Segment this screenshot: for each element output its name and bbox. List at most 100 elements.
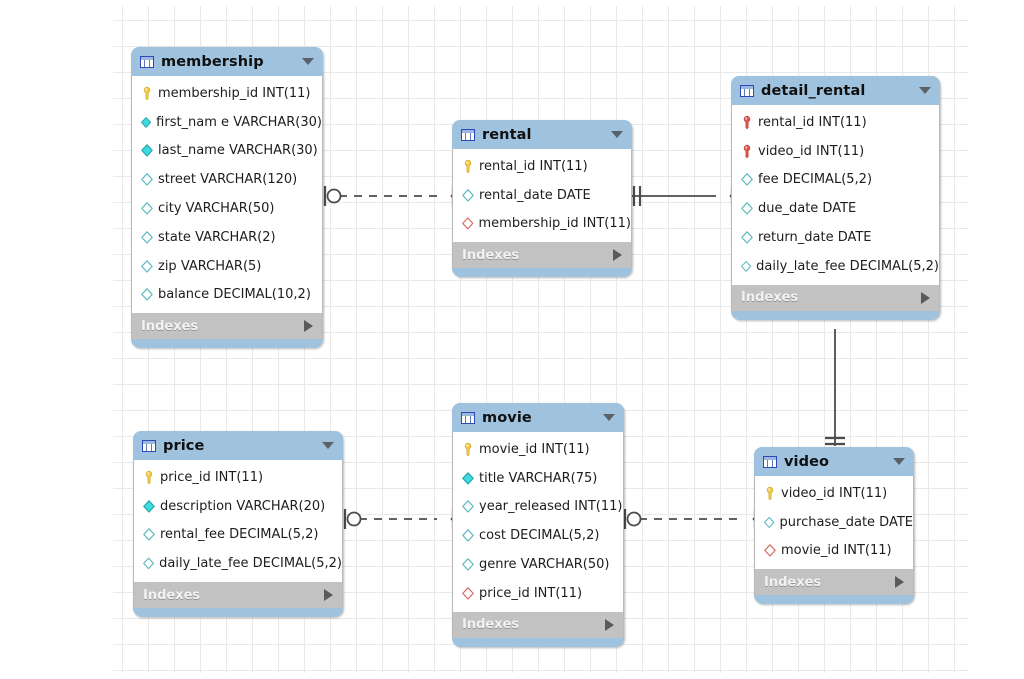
expand-arrow-icon[interactable]: [921, 291, 930, 304]
expand-arrow-icon[interactable]: [304, 320, 313, 333]
table-detail_rental[interactable]: detail_rental rental_id INT(11) video_id I…: [731, 76, 940, 320]
field-label: rental_id INT(11): [758, 114, 867, 130]
field-row[interactable]: daily_late_fee DECIMAL(5,2): [732, 252, 939, 281]
expand-arrow-icon[interactable]: [895, 576, 904, 589]
expand-arrow-icon[interactable]: [613, 249, 622, 262]
field-row[interactable]: movie_id INT(11): [453, 435, 623, 464]
nullable-diamond-icon: [462, 500, 474, 514]
table-header-price[interactable]: price: [133, 431, 343, 460]
table-title: rental: [482, 126, 532, 143]
indexes-section-movie[interactable]: Indexes: [452, 611, 624, 638]
table-membership[interactable]: membership membership_id INT(11) first_nam…: [131, 47, 323, 349]
field-label: membership_id INT(11): [158, 85, 311, 101]
field-row[interactable]: description VARCHAR(20): [134, 492, 342, 521]
page-margin: [0, 0, 113, 679]
relationship-membership-rental[interactable]: [323, 186, 468, 206]
field-row[interactable]: membership_id INT(11): [453, 210, 631, 239]
table-icon: [461, 411, 475, 424]
field-row[interactable]: due_date DATE: [732, 194, 939, 223]
nullable-diamond-icon: [741, 231, 753, 244]
indexes-section-price[interactable]: Indexes: [133, 582, 343, 609]
nullable-diamond-icon: [141, 288, 153, 302]
field-row[interactable]: price_id INT(11): [134, 463, 342, 492]
table-movie[interactable]: movie movie_id INT(11) title VARCHAR(75) ye…: [452, 403, 624, 647]
nullable-diamond-icon: [143, 528, 155, 542]
table-header-video[interactable]: video: [754, 447, 914, 476]
field-row[interactable]: purchase_date DATE: [755, 508, 913, 537]
field-label: zip VARCHAR(5): [158, 258, 262, 274]
pk-key-icon: [143, 86, 151, 100]
nullable-diamond-icon: [741, 173, 753, 187]
not-null-diamond-icon: [141, 116, 152, 128]
relationship-video-detail_rental[interactable]: [825, 298, 845, 446]
field-row[interactable]: membership_id INT(11): [132, 79, 322, 108]
field-row[interactable]: rental_date DATE: [453, 181, 631, 210]
field-row[interactable]: video_id INT(11): [732, 137, 939, 166]
page-margin: [0, 673, 1024, 679]
field-row[interactable]: price_id INT(11): [453, 579, 623, 608]
table-rental[interactable]: rental rental_id INT(11) rental_date DATE m…: [452, 120, 632, 278]
field-row[interactable]: genre VARCHAR(50): [453, 550, 623, 579]
indexes-label: Indexes: [143, 587, 201, 603]
indexes-section-membership[interactable]: Indexes: [131, 313, 323, 340]
chevron-down-icon[interactable]: [322, 442, 334, 449]
nullable-diamond-icon: [462, 529, 474, 542]
table-header-movie[interactable]: movie: [452, 403, 624, 432]
table-icon: [740, 84, 754, 97]
pk-key-icon: [145, 470, 153, 484]
table-fields-rental: rental_id INT(11) rental_date DATE members…: [452, 149, 632, 243]
field-row[interactable]: year_released INT(11): [453, 493, 623, 522]
field-row[interactable]: rental_id INT(11): [732, 108, 939, 137]
field-row[interactable]: video_id INT(11): [755, 479, 913, 508]
field-label: rental_id INT(11): [479, 158, 588, 174]
field-row[interactable]: last_name VARCHAR(30): [132, 137, 322, 166]
field-row[interactable]: title VARCHAR(75): [453, 464, 623, 493]
indexes-section-video[interactable]: Indexes: [754, 569, 914, 596]
field-row[interactable]: first_nam e VARCHAR(30): [132, 108, 322, 137]
field-row[interactable]: rental_fee DECIMAL(5,2): [134, 521, 342, 550]
field-row[interactable]: fee DECIMAL(5,2): [732, 166, 939, 195]
chevron-down-icon[interactable]: [302, 58, 314, 65]
table-icon: [461, 128, 475, 141]
expand-arrow-icon[interactable]: [324, 589, 333, 602]
relationship-movie-video[interactable]: [623, 509, 770, 529]
field-row[interactable]: rental_id INT(11): [453, 152, 631, 181]
field-row[interactable]: city VARCHAR(50): [132, 194, 322, 223]
table-price[interactable]: price price_id INT(11)description VARCHAR…: [133, 431, 343, 618]
table-fields-detail_rental: rental_id INT(11) video_id INT(11)fee DEC…: [731, 105, 940, 285]
table-header-rental[interactable]: rental: [452, 120, 632, 149]
chevron-down-icon[interactable]: [893, 458, 905, 465]
table-title: price: [163, 437, 205, 454]
pk-key-icon: [464, 442, 472, 456]
indexes-section-rental[interactable]: Indexes: [452, 242, 632, 269]
field-row[interactable]: return_date DATE: [732, 223, 939, 252]
relationship-rental-detail_rental[interactable]: [632, 186, 747, 206]
field-row[interactable]: state VARCHAR(2): [132, 223, 322, 252]
field-label: membership_id INT(11): [478, 216, 631, 232]
field-label: first_nam e VARCHAR(30): [156, 114, 322, 130]
field-label: movie_id INT(11): [479, 441, 590, 457]
field-row[interactable]: daily_late_fee DECIMAL(5,2): [134, 549, 342, 578]
chevron-down-icon[interactable]: [603, 414, 615, 421]
table-header-membership[interactable]: membership: [131, 47, 323, 76]
chevron-down-icon[interactable]: [919, 87, 931, 94]
field-row[interactable]: cost DECIMAL(5,2): [453, 521, 623, 550]
expand-arrow-icon[interactable]: [605, 618, 614, 631]
field-label: rental_date DATE: [479, 187, 591, 203]
field-label: genre VARCHAR(50): [479, 557, 610, 573]
field-row[interactable]: balance DECIMAL(10,2): [132, 281, 322, 310]
field-label: cost DECIMAL(5,2): [479, 528, 600, 544]
table-header-detail_rental[interactable]: detail_rental: [731, 76, 940, 105]
fk-diamond-icon: [462, 587, 474, 600]
fk-diamond-icon: [764, 544, 776, 558]
chevron-down-icon[interactable]: [611, 131, 623, 138]
indexes-section-detail_rental[interactable]: Indexes: [731, 284, 940, 311]
field-label: year_released INT(11): [479, 499, 623, 515]
field-row[interactable]: zip VARCHAR(5): [132, 252, 322, 281]
field-row[interactable]: street VARCHAR(120): [132, 165, 322, 194]
field-row[interactable]: movie_id INT(11): [755, 537, 913, 566]
relationship-price-movie[interactable]: [343, 509, 468, 529]
